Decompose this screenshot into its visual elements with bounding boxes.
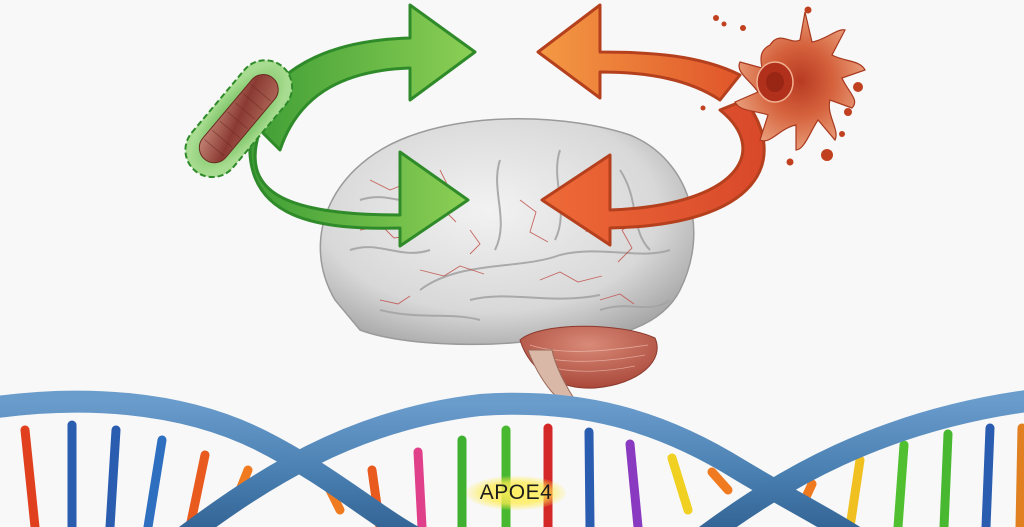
green-arrow-bottom [248,128,470,248]
inflammatory-cell [700,6,866,166]
green-arrow-top [248,3,477,152]
gene-label-apoe4: APOE4 [466,476,566,510]
bacterium [184,59,294,179]
brain [319,118,695,401]
orange-arrow-top [536,3,742,102]
dna-strand-2 [179,392,861,527]
orange-arrow-bottom [540,98,766,247]
dna-strand-1 [0,390,419,527]
cell-droplets [700,6,863,166]
dna-strand-3 [699,390,1024,527]
